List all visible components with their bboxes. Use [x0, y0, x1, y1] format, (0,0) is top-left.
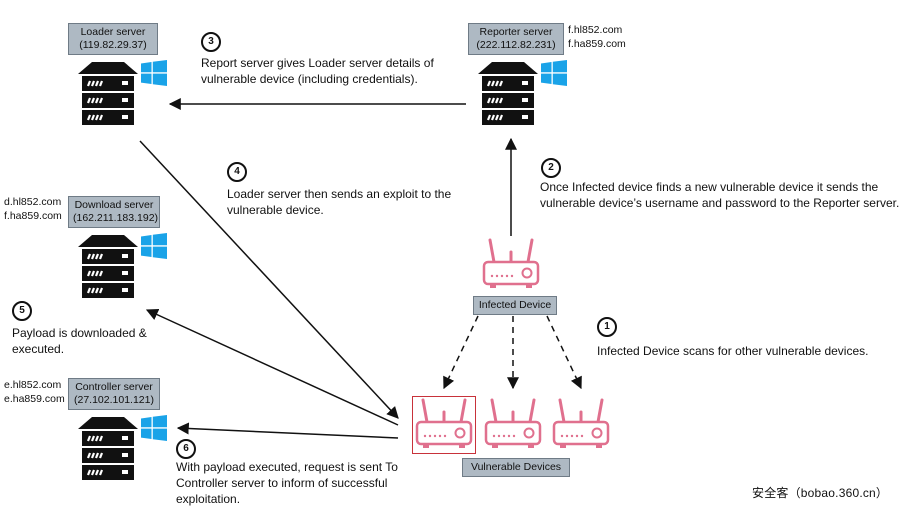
step-6-number: 6: [176, 439, 196, 459]
controller-server-ip: (27.102.101.121): [74, 394, 154, 406]
vulnerable-device-router-icon: [552, 398, 610, 448]
step-4-number: 4: [227, 162, 247, 182]
loader-windows-logo-icon: [141, 60, 167, 86]
loader-server-name: Loader server: [80, 26, 146, 38]
reporter-server-label: Reporter server (222.112.82.231): [468, 23, 564, 55]
controller-server-icon: [78, 417, 138, 480]
vulnerable-devices-label: Vulnerable Devices: [462, 458, 570, 477]
infected-device-label: Infected Device: [473, 296, 557, 315]
reporter-server-ip: (222.112.82.231): [476, 39, 556, 51]
arrow-loader-to-vulnerable: [139, 140, 399, 419]
download-server-ip: (162.211.183.192): [73, 212, 159, 224]
step-3-number: 3: [201, 32, 221, 52]
reporter-domain: f.ha859.com: [568, 38, 626, 50]
target-device-highlight: [412, 396, 476, 454]
vulnerable-device-router-icon: [484, 398, 542, 448]
download-server-label: Download server (162.211.183.192): [68, 196, 160, 228]
controller-windows-logo-icon: [141, 415, 167, 441]
arrow-vulnerable-to-controller: [176, 422, 399, 439]
controller-domain: e.hl852.com: [4, 379, 62, 391]
controller-server-name: Controller server: [75, 381, 153, 393]
step-5-number: 5: [12, 301, 32, 321]
step-2-text: Once Infected device finds a new vulnera…: [540, 180, 900, 210]
loader-server-label: Loader server (119.82.29.37): [68, 23, 158, 55]
loader-server-icon: [78, 62, 138, 125]
controller-server-label: Controller server (27.102.101.121): [68, 378, 160, 410]
step-2-number: 2: [541, 158, 561, 178]
scan-arrow-left: [443, 315, 479, 390]
download-domains: d.hl852.com f.ha859.com: [4, 195, 62, 223]
scan-arrow-right: [546, 315, 582, 390]
reporter-server-name: Reporter server: [479, 26, 553, 38]
download-server-name: Download server: [74, 199, 154, 211]
controller-domain: e.ha859.com: [4, 393, 65, 405]
reporter-windows-logo-icon: [541, 60, 567, 86]
infected-device-router-icon: [482, 238, 540, 288]
download-domain: d.hl852.com: [4, 196, 62, 208]
arrow-vulnerable-to-download: [145, 309, 399, 426]
download-server-icon: [78, 235, 138, 298]
download-domain: f.ha859.com: [4, 210, 62, 222]
reporter-domain: f.hl852.com: [568, 24, 623, 36]
reporter-domains: f.hl852.com f.ha859.com: [568, 23, 626, 51]
step-1-text: Infected Device scans for other vulnerab…: [597, 344, 869, 358]
reporter-server-icon: [478, 62, 538, 125]
step-6-text: With payload executed, request is sent T…: [176, 460, 398, 506]
step-5-text: Payload is downloaded & executed.: [12, 326, 147, 356]
step-3-text: Report server gives Loader server detail…: [201, 56, 434, 86]
loader-server-ip: (119.82.29.37): [79, 39, 147, 51]
vulnerable-device-router-icon: [415, 398, 473, 448]
download-windows-logo-icon: [141, 233, 167, 259]
watermark-text: 安全客（bobao.360.cn）: [752, 486, 889, 500]
step-1-number: 1: [597, 317, 617, 337]
step-4-text: Loader server then sends an exploit to t…: [227, 187, 452, 217]
controller-domains: e.hl852.com e.ha859.com: [4, 378, 65, 406]
